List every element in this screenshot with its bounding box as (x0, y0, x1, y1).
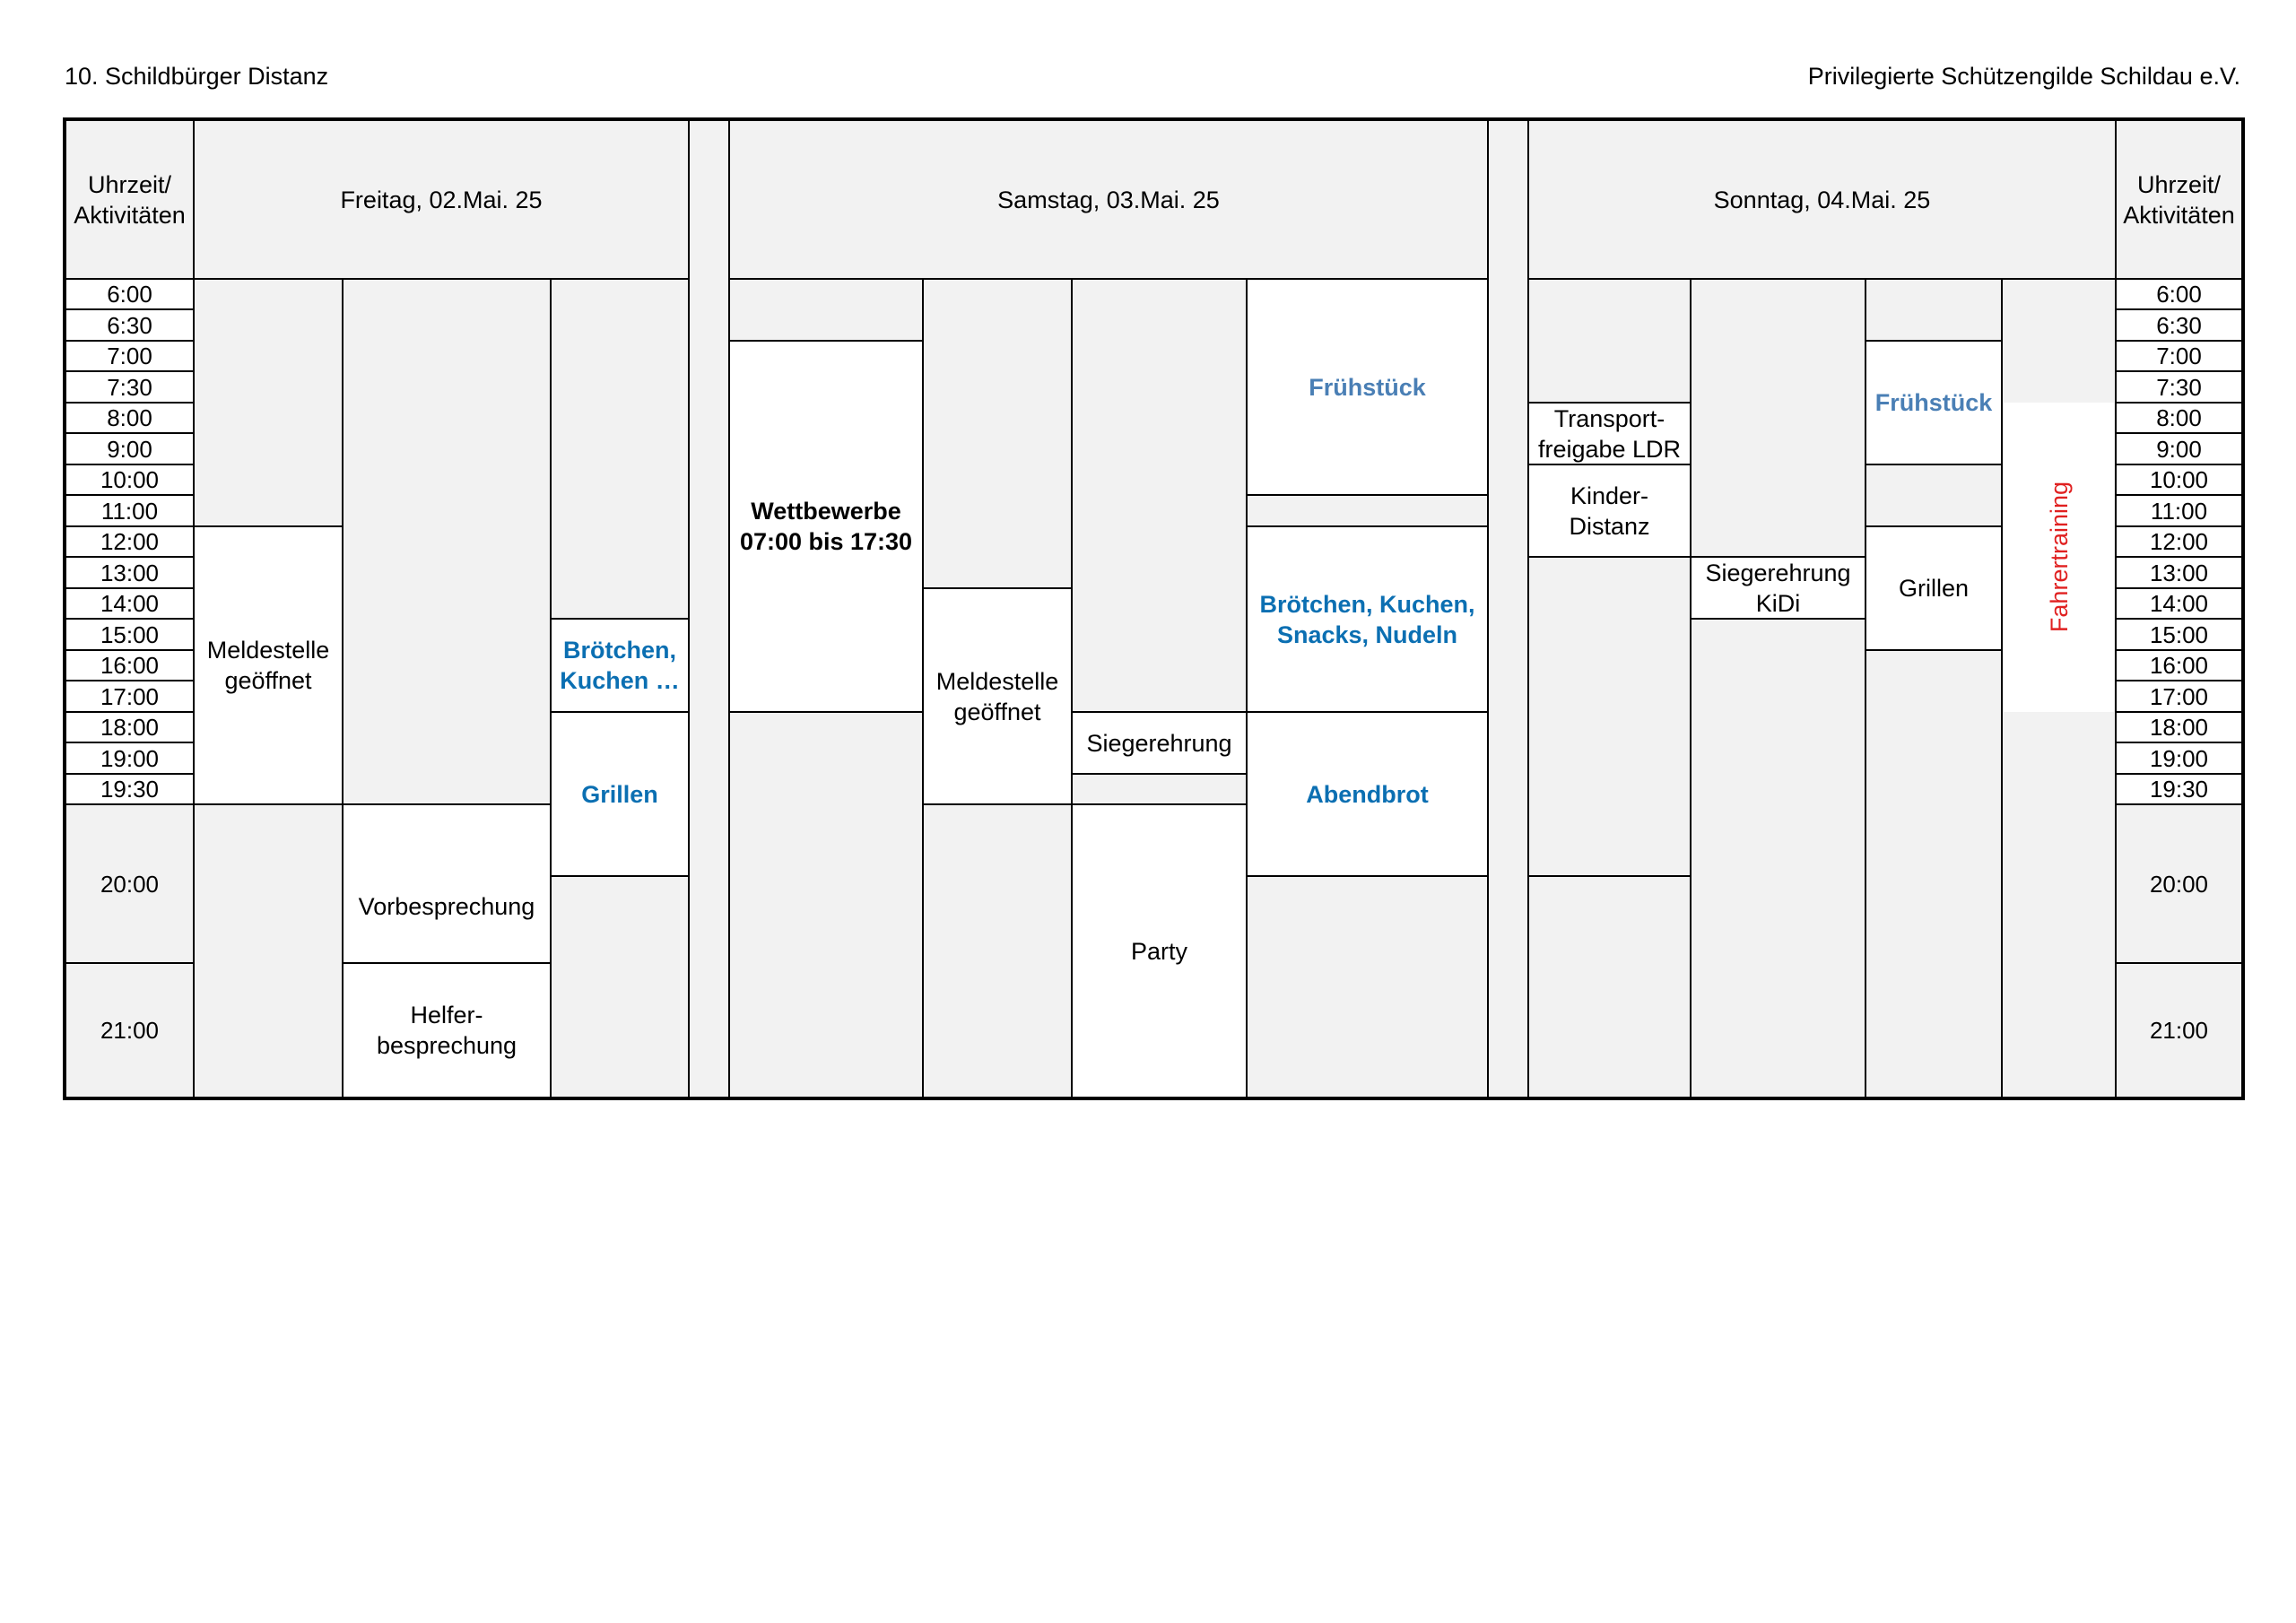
time-slot: 20:00 (2116, 804, 2242, 963)
time-slot: 6:30 (2116, 309, 2242, 341)
empty-slot (194, 804, 343, 1098)
time-slot: 12:00 (65, 526, 194, 557)
time-slot: 11:00 (65, 495, 194, 526)
event-fahrertraining: Fahrertraining (2045, 482, 2073, 633)
time-slot: 19:30 (65, 774, 194, 804)
time-slot: 21:00 (2116, 963, 2242, 1098)
event-vorbesprechung: Vorbesprechung (343, 804, 551, 963)
time-slot: 14:00 (2116, 588, 2242, 619)
time-slot: 19:00 (2116, 742, 2242, 774)
empty-slot (923, 279, 1072, 588)
empty-slot (1528, 876, 1691, 1098)
document-title: 10. Schildbürger Distanz (65, 63, 329, 90)
time-slot: 19:00 (65, 742, 194, 774)
time-slot: 6:00 (2116, 279, 2242, 309)
empty-slot (1528, 279, 1691, 403)
empty-slot (1691, 619, 1866, 1098)
event-fahrertraining-slot: Fahrertraining (2004, 403, 2114, 712)
day-header-friday: Freitag, 02.Mai. 25 (194, 120, 689, 279)
time-slot: 14:00 (65, 588, 194, 619)
time-slot: 11:00 (2116, 495, 2242, 526)
event-broetchen-friday: Brötchen, Kuchen … (551, 619, 689, 712)
empty-slot (551, 279, 689, 619)
time-slot: 13:00 (65, 557, 194, 588)
empty-slot (1072, 774, 1247, 804)
event-helferbesprechung: Helfer- besprechung (343, 963, 551, 1098)
time-slot: 21:00 (65, 963, 194, 1098)
organizer-name: Privilegierte Schützengilde Schildau e.V… (1807, 63, 2240, 90)
empty-slot (1866, 279, 2002, 341)
time-header-left: Uhrzeit/ Aktivitäten (65, 120, 194, 279)
time-slot: 7:00 (2116, 341, 2242, 371)
event-fruehstueck-saturday: Frühstück (1247, 279, 1488, 495)
empty-slot (194, 279, 343, 526)
time-slot: 7:30 (65, 371, 194, 403)
time-slot: 16:00 (2116, 650, 2242, 681)
time-slot: 9:00 (65, 433, 194, 464)
empty-slot (729, 279, 923, 341)
empty-slot (729, 712, 923, 1098)
time-slot: 18:00 (65, 712, 194, 742)
event-grillen-sunday: Grillen (1866, 526, 2002, 650)
empty-slot (1247, 495, 1488, 526)
empty-slot (1072, 279, 1247, 712)
time-slot: 20:00 (65, 804, 194, 963)
empty-slot (1528, 557, 1691, 876)
time-slot: 6:00 (65, 279, 194, 309)
time-slot: 15:00 (65, 619, 194, 650)
event-abendbrot: Abendbrot (1247, 712, 1488, 876)
time-slot: 7:00 (65, 341, 194, 371)
empty-slot (343, 279, 551, 804)
time-slot: 8:00 (2116, 403, 2242, 433)
time-slot: 18:00 (2116, 712, 2242, 742)
event-party: Party (1072, 804, 1247, 1098)
time-slot: 9:00 (2116, 433, 2242, 464)
day-header-saturday: Samstag, 03.Mai. 25 (729, 120, 1488, 279)
event-wettbewerbe: Wettbewerbe 07:00 bis 17:30 (729, 341, 923, 712)
time-header-right: Uhrzeit/ Aktivitäten (2116, 120, 2242, 279)
event-siegerehrung-kidi: Siegerehrung KiDi (1691, 557, 1866, 619)
time-slot: 7:30 (2116, 371, 2242, 403)
empty-slot (1866, 650, 2002, 1098)
event-broetchen-saturday: Brötchen, Kuchen, Snacks, Nudeln (1247, 526, 1488, 712)
time-slot: 8:00 (65, 403, 194, 433)
time-slot: 10:00 (2116, 464, 2242, 495)
event-meldestelle-saturday: Meldestelle geöffnet (923, 588, 1072, 804)
time-slot: 10:00 (65, 464, 194, 495)
empty-slot (1691, 279, 1866, 557)
event-transportfreigabe: Transport- freigabe LDR (1528, 403, 1691, 464)
empty-slot (1247, 876, 1488, 1098)
event-kinder-distanz: Kinder- Distanz (1528, 464, 1691, 557)
spacer-column (689, 120, 729, 1098)
empty-slot (1866, 464, 2002, 526)
time-slot: 17:00 (2116, 681, 2242, 712)
spacer-column (1488, 120, 1528, 1098)
event-grillen-friday: Grillen (551, 712, 689, 876)
time-slot: 12:00 (2116, 526, 2242, 557)
day-header-sunday: Sonntag, 04.Mai. 25 (1528, 120, 2116, 279)
time-slot: 16:00 (65, 650, 194, 681)
time-slot: 6:30 (65, 309, 194, 341)
time-slot: 19:30 (2116, 774, 2242, 804)
event-fruehstueck-sunday: Frühstück (1866, 341, 2002, 464)
time-slot: 15:00 (2116, 619, 2242, 650)
schedule-grid: Uhrzeit/ Aktivitäten Freitag, 02.Mai. 25… (63, 117, 2245, 1100)
event-siegerehrung-saturday: Siegerehrung (1072, 712, 1247, 774)
event-meldestelle-friday: Meldestelle geöffnet (194, 526, 343, 804)
empty-slot (923, 804, 1072, 1098)
empty-slot (551, 876, 689, 1098)
time-slot: 17:00 (65, 681, 194, 712)
time-slot: 13:00 (2116, 557, 2242, 588)
